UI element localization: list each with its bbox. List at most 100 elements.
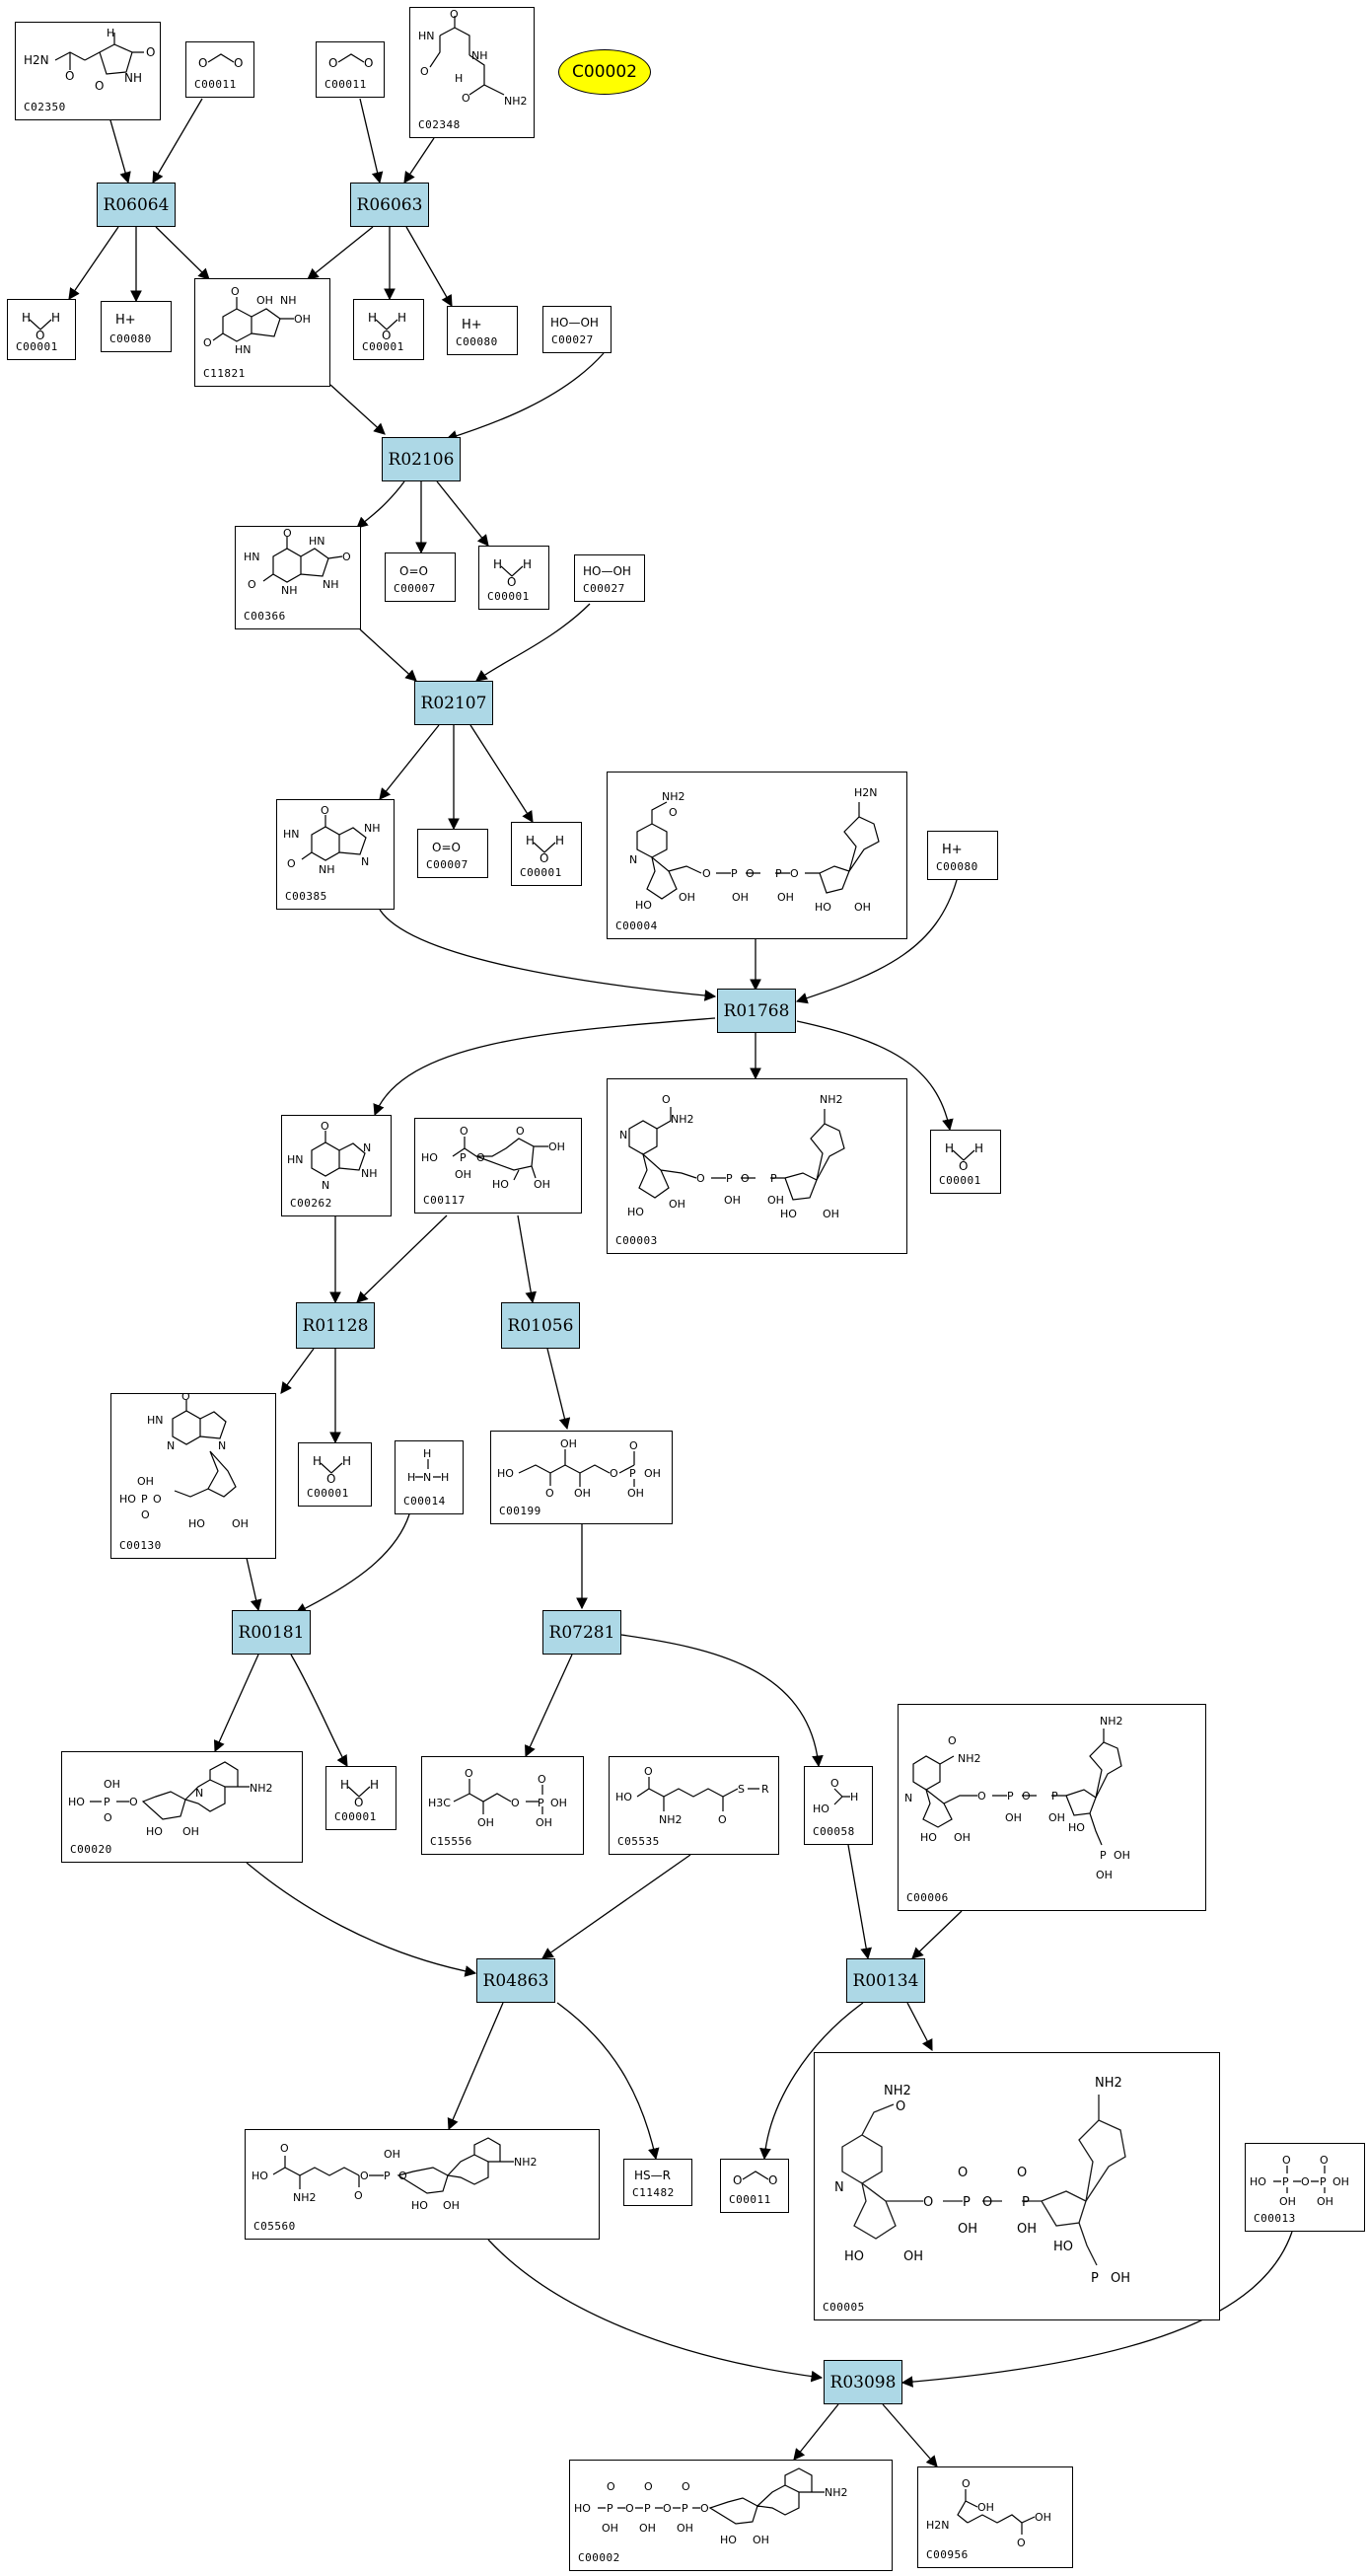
- atom-label: O: [663, 2502, 672, 2515]
- compound-c00199[interactable]: HO O OH OH O O P OH OH C00199: [490, 1431, 673, 1524]
- water-structure: H O H: [368, 311, 406, 339]
- compound-c00004[interactable]: NH2 O N O P O P O OH OH HO OH HO OH H2N …: [607, 772, 907, 939]
- compound-id: C00001: [520, 866, 562, 879]
- reaction-R07281[interactable]: R07281: [542, 1610, 621, 1655]
- reaction-R06063[interactable]: R06063: [350, 183, 429, 227]
- reaction-R06064[interactable]: R06064: [97, 183, 176, 227]
- compound-c00130[interactable]: O HN N N OH HO P O O HO OH C00130: [110, 1393, 276, 1559]
- atom-label: O: [1022, 1790, 1031, 1803]
- compound-c00011[interactable]: O O C00011: [316, 41, 385, 98]
- atom-label: H: [370, 1778, 379, 1792]
- compound-c00007[interactable]: O=O C00007: [385, 552, 456, 602]
- compound-c11821[interactable]: O O OH NH OH HN C11821: [194, 278, 330, 387]
- atom-label: O: [1017, 2537, 1026, 2549]
- compound-c00011[interactable]: O O C00011: [185, 41, 254, 98]
- atom-label: HO: [813, 1803, 829, 1815]
- atom-label: NH: [281, 584, 298, 597]
- compound-c02350[interactable]: H2N O H O NH O C02350: [15, 22, 161, 120]
- compound-c00001[interactable]: H O H C00001: [325, 1766, 396, 1830]
- atom-label: P: [1320, 2175, 1327, 2188]
- oxygen-structure: O=O: [399, 564, 428, 578]
- reaction-R00181[interactable]: R00181: [232, 1610, 311, 1655]
- edge: [445, 352, 605, 442]
- structure-c15556: H3C O OH O O P OH OH: [428, 1767, 567, 1829]
- atom-label: O: [342, 551, 351, 563]
- reaction-R02107[interactable]: R02107: [414, 681, 493, 725]
- compound-c00001[interactable]: H O H C00001: [478, 546, 549, 610]
- compound-id: C00002: [578, 2551, 620, 2564]
- highlight-compound-oval[interactable]: C00002: [558, 49, 651, 95]
- compound-c00006[interactable]: O NH2 N O P O P OH OH HO OH HO P OH OH N…: [898, 1704, 1206, 1911]
- atom-label: H: [342, 1454, 351, 1468]
- compound-c00002[interactable]: HO P O P O P O O O O OH OH OH HO OH NH2 …: [569, 2460, 893, 2571]
- compound-c11482[interactable]: HS—R C11482: [623, 2159, 692, 2206]
- atom-label: OH: [823, 1208, 839, 1220]
- compound-c00001[interactable]: H O H C00001: [7, 299, 76, 360]
- atom-label: NH2: [1100, 1715, 1123, 1728]
- compound-c00080[interactable]: H+ C00080: [927, 831, 998, 880]
- atom-label: O: [364, 56, 373, 70]
- atom-label: O: [141, 1509, 150, 1521]
- compound-c00014[interactable]: H H N H C00014: [395, 1440, 464, 1514]
- edge: [796, 1020, 954, 1132]
- compound-c00001[interactable]: H O H C00001: [930, 1130, 1001, 1194]
- atom-label: H: [51, 311, 60, 325]
- compound-c00001[interactable]: H O H C00001: [511, 822, 582, 886]
- compound-c00027[interactable]: HO—OH C00027: [542, 306, 612, 353]
- atom-label: P: [538, 1797, 544, 1809]
- compound-c00262[interactable]: O HN N NH N C00262: [281, 1115, 392, 1216]
- reaction-R01768[interactable]: R01768: [717, 989, 796, 1033]
- compound-c00080[interactable]: H+ C00080: [447, 306, 518, 355]
- compound-c00366[interactable]: O HN HN O O NH NH C00366: [235, 526, 361, 629]
- compound-c00020[interactable]: HO P OH O O N NH2 HO OH C00020: [61, 1751, 303, 1863]
- bond-line: [54, 33, 144, 75]
- compound-c00005[interactable]: NH2 O N O P O P O O OH OH HO OH HO P OH …: [814, 2052, 1220, 2320]
- ammonia-structure: H H N H: [407, 1447, 449, 1484]
- atom-label: O: [625, 2502, 634, 2515]
- compound-c05535[interactable]: HO O NH2 O S R C05535: [609, 1756, 779, 1855]
- compound-id: C11482: [632, 2186, 675, 2199]
- atom-label: HO: [411, 2199, 428, 2212]
- compound-c00011[interactable]: O O C00011: [720, 2159, 789, 2213]
- atom-label: OH: [1035, 2511, 1051, 2524]
- atom-label: O: [328, 56, 337, 70]
- atom-label: O: [354, 1796, 363, 1806]
- atom-label: HN: [147, 1414, 164, 1427]
- edge: [469, 724, 534, 823]
- reaction-R00134[interactable]: R00134: [846, 1958, 925, 2003]
- atom-label: O: [450, 8, 459, 21]
- atom-label: O: [1301, 2175, 1310, 2188]
- compound-c15556[interactable]: H3C O OH O O P OH OH C15556: [421, 1756, 584, 1855]
- reaction-R02106[interactable]: R02106: [382, 437, 461, 481]
- atom-label: H: [423, 1447, 431, 1460]
- compound-c00117[interactable]: HO O P O OH O OH HO OH C00117: [414, 1118, 582, 1214]
- reaction-R03098[interactable]: R03098: [824, 2360, 902, 2404]
- compound-c00001[interactable]: H O H C00001: [298, 1442, 372, 1507]
- edge: [280, 1348, 315, 1394]
- atom-label: NH2: [825, 2486, 848, 2499]
- atom-label: HO: [920, 1831, 937, 1844]
- compound-id: C00020: [70, 1843, 112, 1856]
- compound-c02348[interactable]: HN O NH O H O NH2 C02348: [409, 7, 535, 138]
- compound-c00001[interactable]: H O H C00001: [353, 299, 424, 360]
- compound-c05560[interactable]: HO O NH2 O O P OH O HO OH NH2 C05560: [245, 2129, 600, 2240]
- atom-label: O: [896, 2099, 905, 2114]
- edge: [906, 2002, 933, 2052]
- compound-c00027[interactable]: HO—OH C00027: [574, 554, 645, 602]
- compound-c00080[interactable]: H+ C00080: [101, 301, 172, 352]
- compound-c00003[interactable]: O NH2 N O P O P OH OH HO OH HO OH NH2 C0…: [607, 1078, 907, 1254]
- reaction-R01056[interactable]: R01056: [501, 1302, 580, 1349]
- compound-c00013[interactable]: HO P O P OH O O OH OH C00013: [1245, 2143, 1365, 2232]
- compound-c00956[interactable]: O OH H2N O OH C00956: [917, 2466, 1073, 2568]
- atom-label: HO: [119, 1493, 136, 1506]
- reaction-R04863[interactable]: R04863: [476, 1958, 555, 2003]
- atom-label: OH: [1114, 1849, 1130, 1862]
- reaction-R01128[interactable]: R01128: [296, 1302, 375, 1349]
- bond-line: [311, 1131, 366, 1177]
- atom-label: OH: [732, 891, 749, 904]
- compound-c00385[interactable]: O HN NH O NH N C00385: [276, 799, 395, 910]
- compound-c00007[interactable]: O=O C00007: [417, 829, 488, 878]
- atom-label: P: [726, 1172, 733, 1185]
- compound-c00058[interactable]: O HO H C00058: [804, 1766, 873, 1845]
- bond-line: [415, 1459, 441, 1478]
